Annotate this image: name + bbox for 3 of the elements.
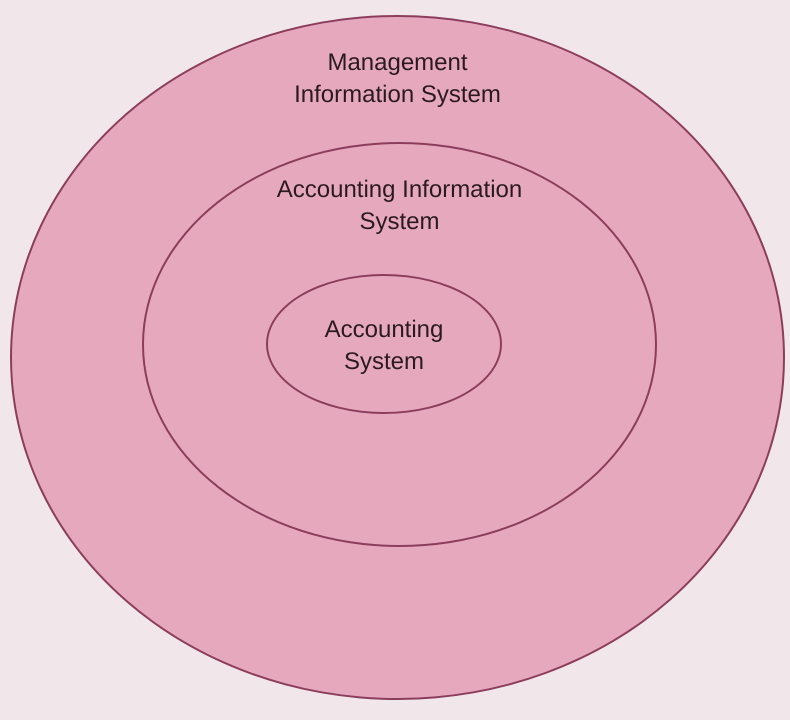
region-label: Accounting System	[324, 315, 444, 377]
region-label: Accounting Information System	[276, 175, 524, 237]
region-label: Management Information System	[293, 48, 502, 110]
